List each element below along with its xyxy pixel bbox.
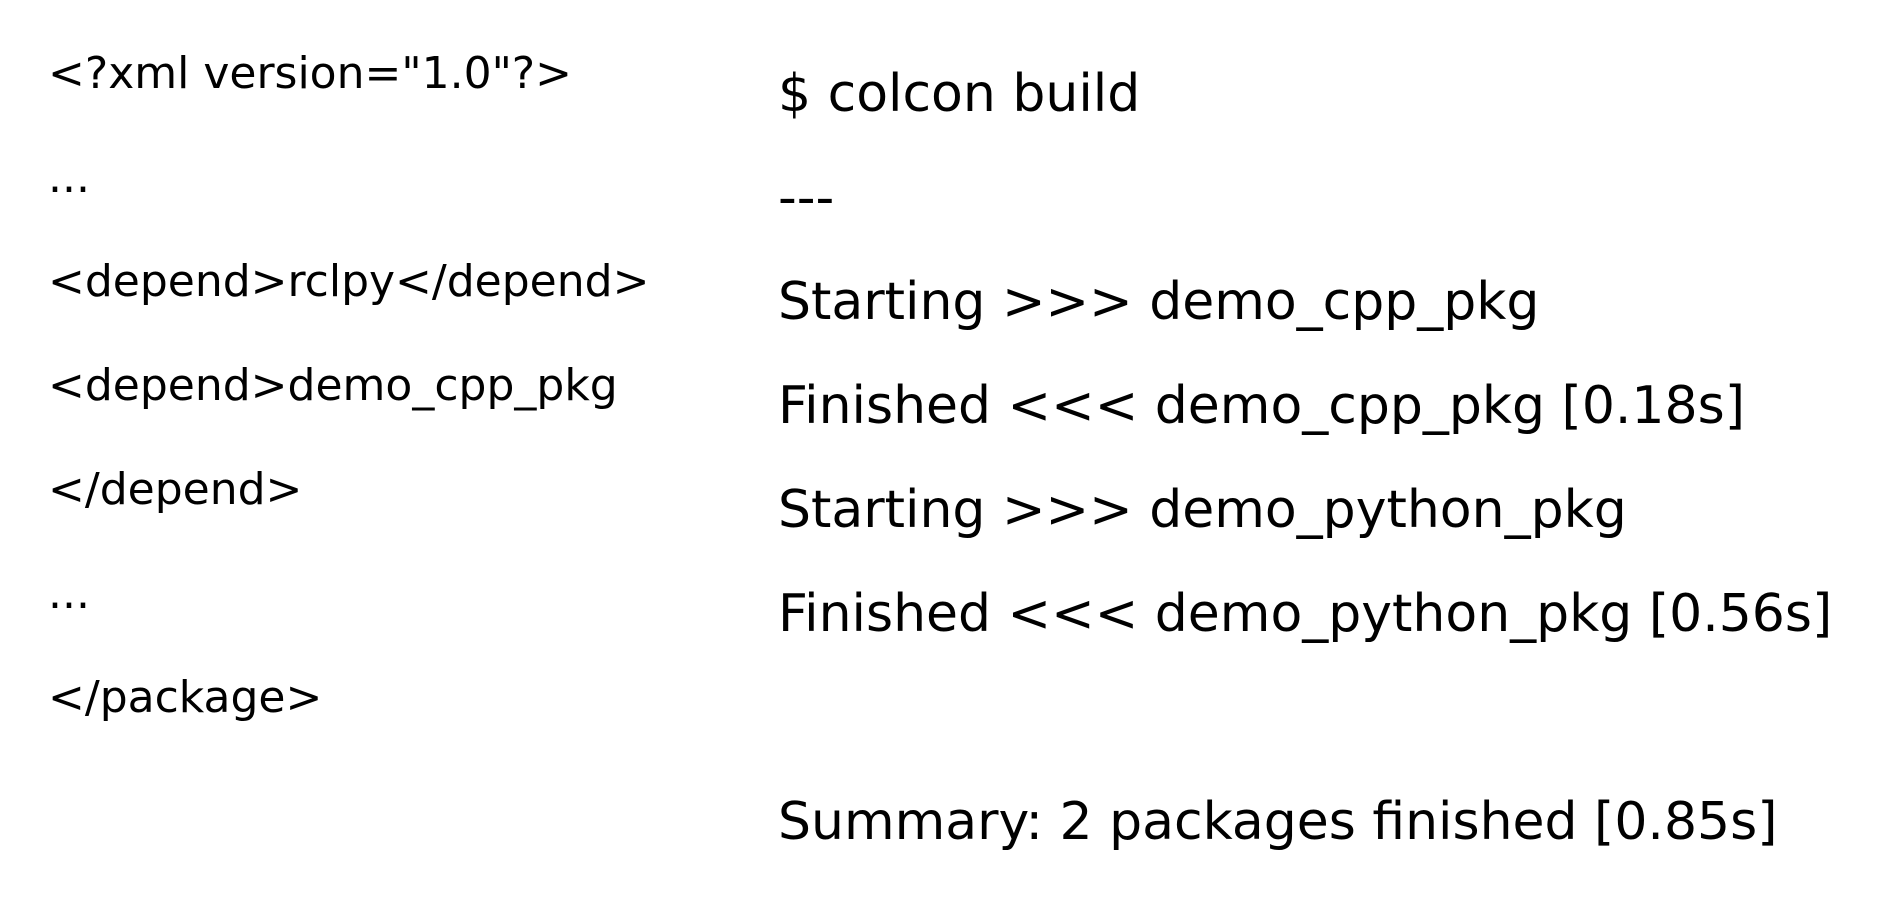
finished-cpp-line: Finished <<< demo_cpp_pkg [0.18s] (778, 376, 1745, 436)
package-xml-snippet: <?xml version="1.0"?> ... <depend>rclpy<… (48, 22, 768, 750)
depend-demo-cpp-open-line: <depend>demo_cpp_pkg (48, 360, 618, 411)
package-close-line: </package> (48, 672, 323, 723)
depend-rclpy-line: <depend>rclpy</depend> (48, 256, 650, 307)
colcon-build-output: $ colcon build --- Starting >>> demo_cpp… (778, 42, 1878, 874)
depend-close-line: </depend> (48, 464, 303, 515)
starting-python-line: Starting >>> demo_python_pkg (778, 480, 1627, 540)
blank-line (778, 666, 1878, 770)
xml-declaration-line: <?xml version="1.0"?> (48, 48, 573, 99)
separator-line: --- (778, 168, 835, 228)
finished-python-line: Finished <<< demo_python_pkg [0.56s] (778, 584, 1833, 644)
starting-cpp-line: Starting >>> demo_cpp_pkg (778, 272, 1540, 332)
summary-line: Summary: 2 packages finished [0.85s] (778, 792, 1778, 852)
ellipsis-line: ... (48, 568, 90, 619)
ellipsis-line: ... (48, 152, 90, 203)
command-line: $ colcon build (778, 64, 1141, 124)
